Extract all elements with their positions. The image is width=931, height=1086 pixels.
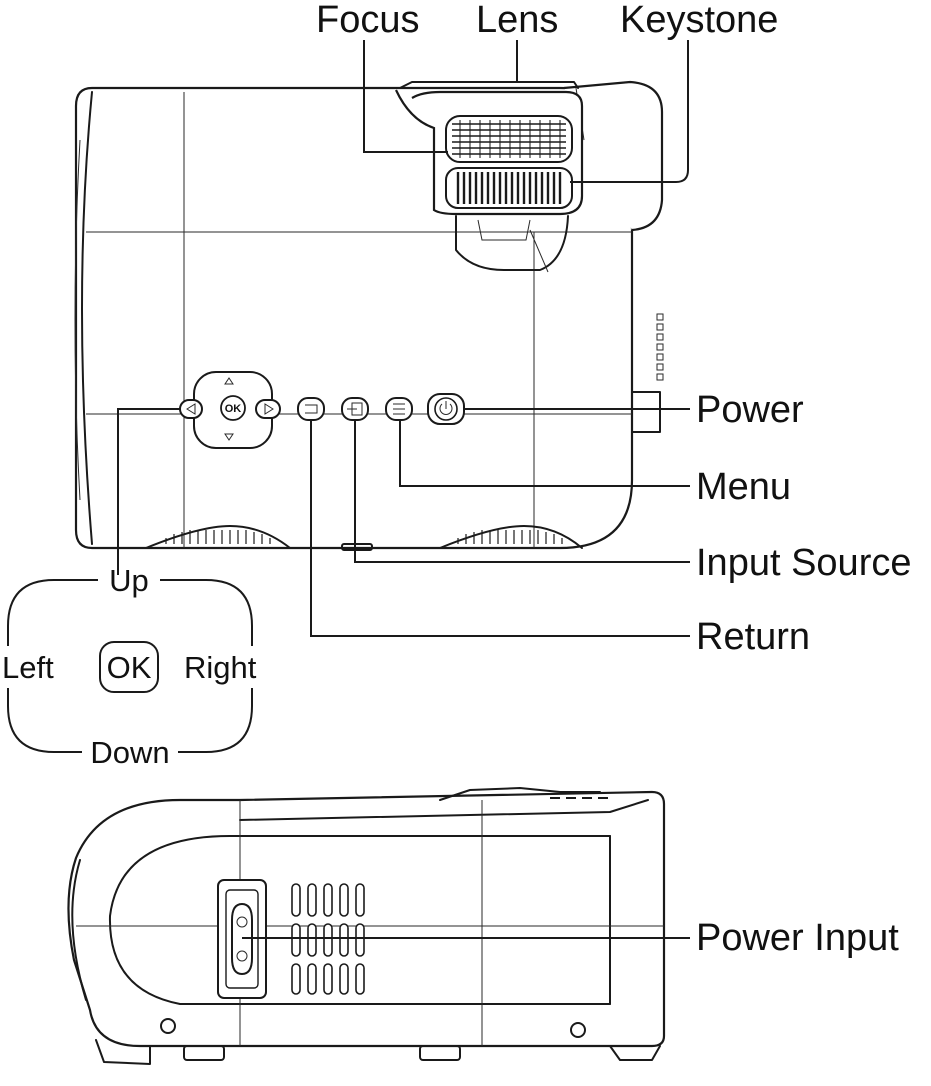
- speaker-grille-right: [439, 525, 583, 549]
- menu-button[interactable]: [385, 397, 413, 421]
- legend-left-label: Left: [2, 650, 54, 685]
- legend-ok-label: OK: [107, 650, 152, 685]
- menu-icon: [393, 403, 405, 415]
- right-arrow-icon: [264, 403, 274, 415]
- ok-button-label: OK: [225, 403, 242, 415]
- down-arrow-icon: [224, 433, 234, 441]
- lens-label: Lens: [476, 0, 558, 41]
- return-label: Return: [696, 616, 810, 658]
- focus-label: Focus: [316, 0, 419, 41]
- left-arrow-icon: [186, 403, 196, 415]
- legend-down-label: Down: [90, 735, 169, 770]
- focus-wheel: [445, 115, 573, 163]
- legend-up-label: Up: [109, 563, 149, 598]
- power-icon: [439, 401, 453, 415]
- keystone-wheel: [445, 167, 573, 209]
- speaker-grille-left: [145, 525, 291, 549]
- ok-button[interactable]: [220, 395, 246, 421]
- projector-side-view: [67, 787, 690, 1065]
- right-button[interactable]: [255, 399, 281, 419]
- return-icon: [305, 404, 318, 414]
- up-arrow-icon: [224, 377, 234, 385]
- projector-top-view: OK: [74, 80, 664, 551]
- input-source-label: Input Source: [696, 542, 911, 584]
- return-button[interactable]: [297, 397, 325, 421]
- legend-ok-box: [99, 641, 159, 693]
- menu-label: Menu: [696, 466, 791, 508]
- dpad-legend: [7, 579, 253, 753]
- power-input-label: Power Input: [696, 917, 899, 959]
- side-view-vents: [291, 883, 365, 995]
- leader-lines-top: [117, 40, 690, 637]
- power-button[interactable]: [427, 393, 465, 425]
- keystone-label: Keystone: [620, 0, 778, 41]
- side-vent: [656, 313, 664, 381]
- legend-right-label: Right: [184, 650, 257, 685]
- left-button[interactable]: [179, 399, 203, 419]
- input-source-button[interactable]: [341, 397, 369, 421]
- power-label: Power: [696, 389, 804, 431]
